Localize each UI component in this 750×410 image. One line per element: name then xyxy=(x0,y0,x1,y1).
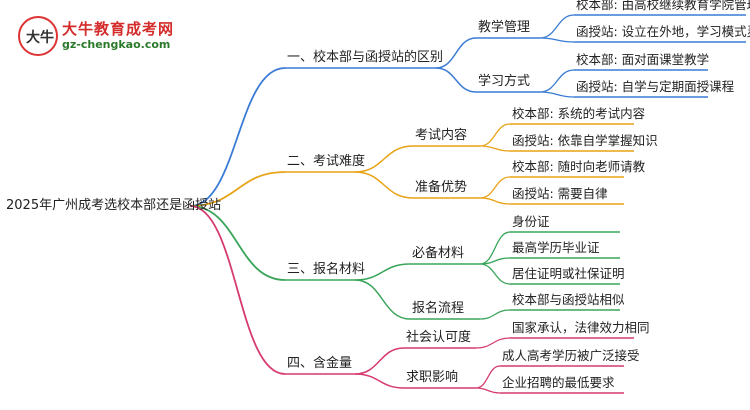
leaf-node: 校本部与函授站相似 xyxy=(512,292,625,307)
leaf-connector xyxy=(479,145,511,152)
root-node: 2025年广州成考选校本部还是函授站 xyxy=(6,198,222,213)
leaf-connector xyxy=(539,91,575,98)
leaf-node: 成人高考学历被广泛接受 xyxy=(502,348,640,363)
subbranch-connector xyxy=(435,67,477,93)
subbranch-node: 教学管理 xyxy=(478,20,531,35)
subbranch-connector xyxy=(354,279,411,320)
leaf-node: 国家承认，法律效力相同 xyxy=(512,320,650,335)
subbranch-connector xyxy=(354,171,414,199)
leaf-connector xyxy=(475,365,501,389)
logo-url: gz-chengkao.com xyxy=(62,38,171,51)
branch-connector xyxy=(189,205,286,375)
branch-node: 四、含金量 xyxy=(287,356,353,371)
leaf-connector xyxy=(539,69,575,93)
logo-mark-text: 大牛 xyxy=(26,30,54,46)
subbranch-node: 必备材料 xyxy=(412,246,465,261)
leaf-connector xyxy=(479,231,511,265)
subbranch-connector xyxy=(435,37,477,69)
leaf-connector xyxy=(479,309,511,320)
branch-connector xyxy=(189,171,286,207)
subbranch-node: 报名流程 xyxy=(412,301,465,316)
branch-connector xyxy=(189,67,286,207)
subbranch-node: 准备优势 xyxy=(415,180,468,195)
leaf-node: 函授站: 自学与定期面授课程 xyxy=(576,79,735,94)
leaf-node: 函授站: 设立在外地，学习模式灵活 xyxy=(576,24,750,39)
leaf-connector xyxy=(479,123,511,147)
leaf-node: 校本部: 由高校继续教育学院管理 xyxy=(576,0,750,12)
leaf-node: 最高学历毕业证 xyxy=(512,240,600,255)
leaf-connector xyxy=(539,14,575,39)
branch-node: 一、校本部与函授站的区别 xyxy=(287,50,444,65)
leaf-node: 企业招聘的最低要求 xyxy=(502,375,615,390)
leaf-connector xyxy=(539,37,575,43)
leaf-connector xyxy=(479,176,511,199)
leaf-connector xyxy=(479,257,511,265)
leaf-node: 校本部: 面对面课堂教学 xyxy=(576,52,710,67)
subbranch-connector xyxy=(354,145,414,173)
subbranch-connector xyxy=(354,263,411,281)
leaf-node: 校本部: 随时向老师请教 xyxy=(512,159,646,174)
leaf-node: 函授站: 依靠自学掌握知识 xyxy=(512,133,658,148)
leaf-node: 身份证 xyxy=(512,214,550,229)
logo-emblem-icon: 大牛 xyxy=(18,16,58,56)
leaf-connector xyxy=(475,337,511,349)
leaf-node: 函授站: 需要自律 xyxy=(512,186,608,201)
subbranch-node: 求职影响 xyxy=(406,370,459,385)
site-logo: 大牛 大牛教育成考网 gz-chengkao.com xyxy=(18,16,178,56)
branch-node: 二、考试难度 xyxy=(287,154,366,169)
subbranch-node: 考试内容 xyxy=(415,128,468,143)
branch-node: 三、报名材料 xyxy=(287,262,366,277)
leaf-connector xyxy=(475,387,501,394)
subbranch-node: 学习方式 xyxy=(478,74,531,89)
subbranch-connector xyxy=(354,373,405,389)
logo-title: 大牛教育成考网 xyxy=(62,20,175,38)
leaf-connector xyxy=(479,197,511,205)
subbranch-connector xyxy=(354,347,405,375)
subbranch-node: 社会认可度 xyxy=(406,330,472,345)
branch-connector xyxy=(189,205,286,281)
leaf-connector xyxy=(479,263,511,285)
leaf-node: 居住证明或社保证明 xyxy=(512,266,625,281)
leaf-node: 校本部: 系统的考试内容 xyxy=(512,106,646,121)
